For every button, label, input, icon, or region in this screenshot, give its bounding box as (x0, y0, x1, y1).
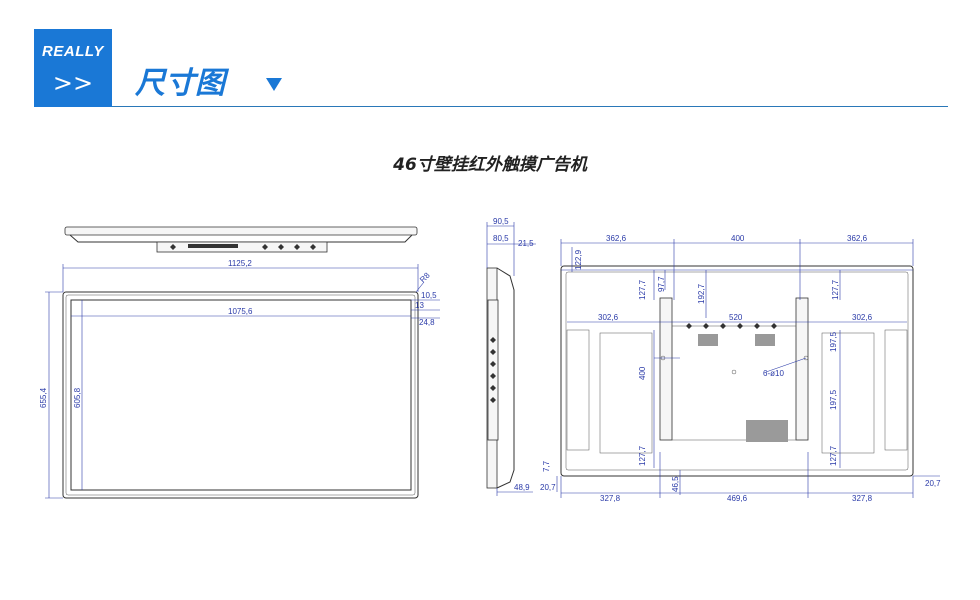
dim-edge-left-b: 20,7 (540, 483, 556, 492)
dim-bottom-left: 327,8 (600, 494, 621, 503)
dim-vert-d: 127,7 (831, 279, 840, 300)
dim-depth-total: 90,5 (493, 217, 509, 226)
dim-vert-g: 127,7 (638, 445, 647, 466)
dim-vesa-vertical: 400 (638, 366, 647, 380)
dim-bezel-top: 10,5 (421, 291, 437, 300)
dim-edge-right: 20,7 (925, 479, 941, 488)
dim-vert-h: 127,7 (829, 445, 838, 466)
dim-bottom-mid: 469,6 (727, 494, 748, 503)
dim-bracket-width: 520 (729, 313, 743, 322)
dim-bottom-depth: 48,9 (514, 483, 530, 492)
front-top-profile (64, 226, 418, 253)
dim-vert-c: 192,7 (697, 283, 706, 304)
dim-overall-width: 1125,2 (228, 259, 252, 268)
dim-bottom-offset: 46,5 (671, 476, 680, 492)
dim-bezel-total: 24,8 (419, 318, 435, 327)
dim-top-mid: 400 (731, 234, 745, 243)
dim-bottom-right: 327,8 (852, 494, 873, 503)
dim-hole-spec: 6-ø10 (763, 369, 784, 378)
dim-top-left: 362,6 (606, 234, 627, 243)
dim-side-left: 302,6 (598, 313, 619, 322)
drawing-title: 46寸壁挂红外触摸广告机 (393, 155, 587, 175)
dim-screen-width: 1075,6 (228, 307, 253, 316)
dim-depth-body: 80,5 (493, 234, 509, 243)
dim-corner-radius: R8 (418, 270, 432, 284)
dim-top-offset: 122,9 (574, 249, 583, 270)
dim-bezel-side: 13 (415, 301, 424, 310)
header-divider (112, 106, 948, 107)
side-view (486, 222, 536, 496)
brand-logo: REALLY >> (34, 29, 112, 107)
dim-top-right: 362,6 (847, 234, 868, 243)
dim-screen-height: 605,8 (73, 387, 82, 408)
dim-side-right: 302,6 (852, 313, 873, 322)
dim-overall-height: 655,4 (39, 387, 48, 408)
front-view (45, 264, 440, 499)
logo-wordmark: REALLY (42, 43, 104, 60)
dim-vert-f: 197,5 (829, 389, 838, 410)
triangle-down-icon (266, 78, 282, 91)
dim-edge-left-a: 7,7 (542, 460, 551, 472)
dim-vert-a: 127,7 (638, 279, 647, 300)
dim-depth-front: 21,5 (518, 239, 534, 248)
dim-vert-b: 97,7 (657, 276, 666, 292)
back-view (556, 239, 940, 498)
dim-vert-e: 197,5 (829, 331, 838, 352)
chevron-right-icon: >> (52, 69, 94, 97)
section-title: 尺寸图 (135, 66, 225, 101)
